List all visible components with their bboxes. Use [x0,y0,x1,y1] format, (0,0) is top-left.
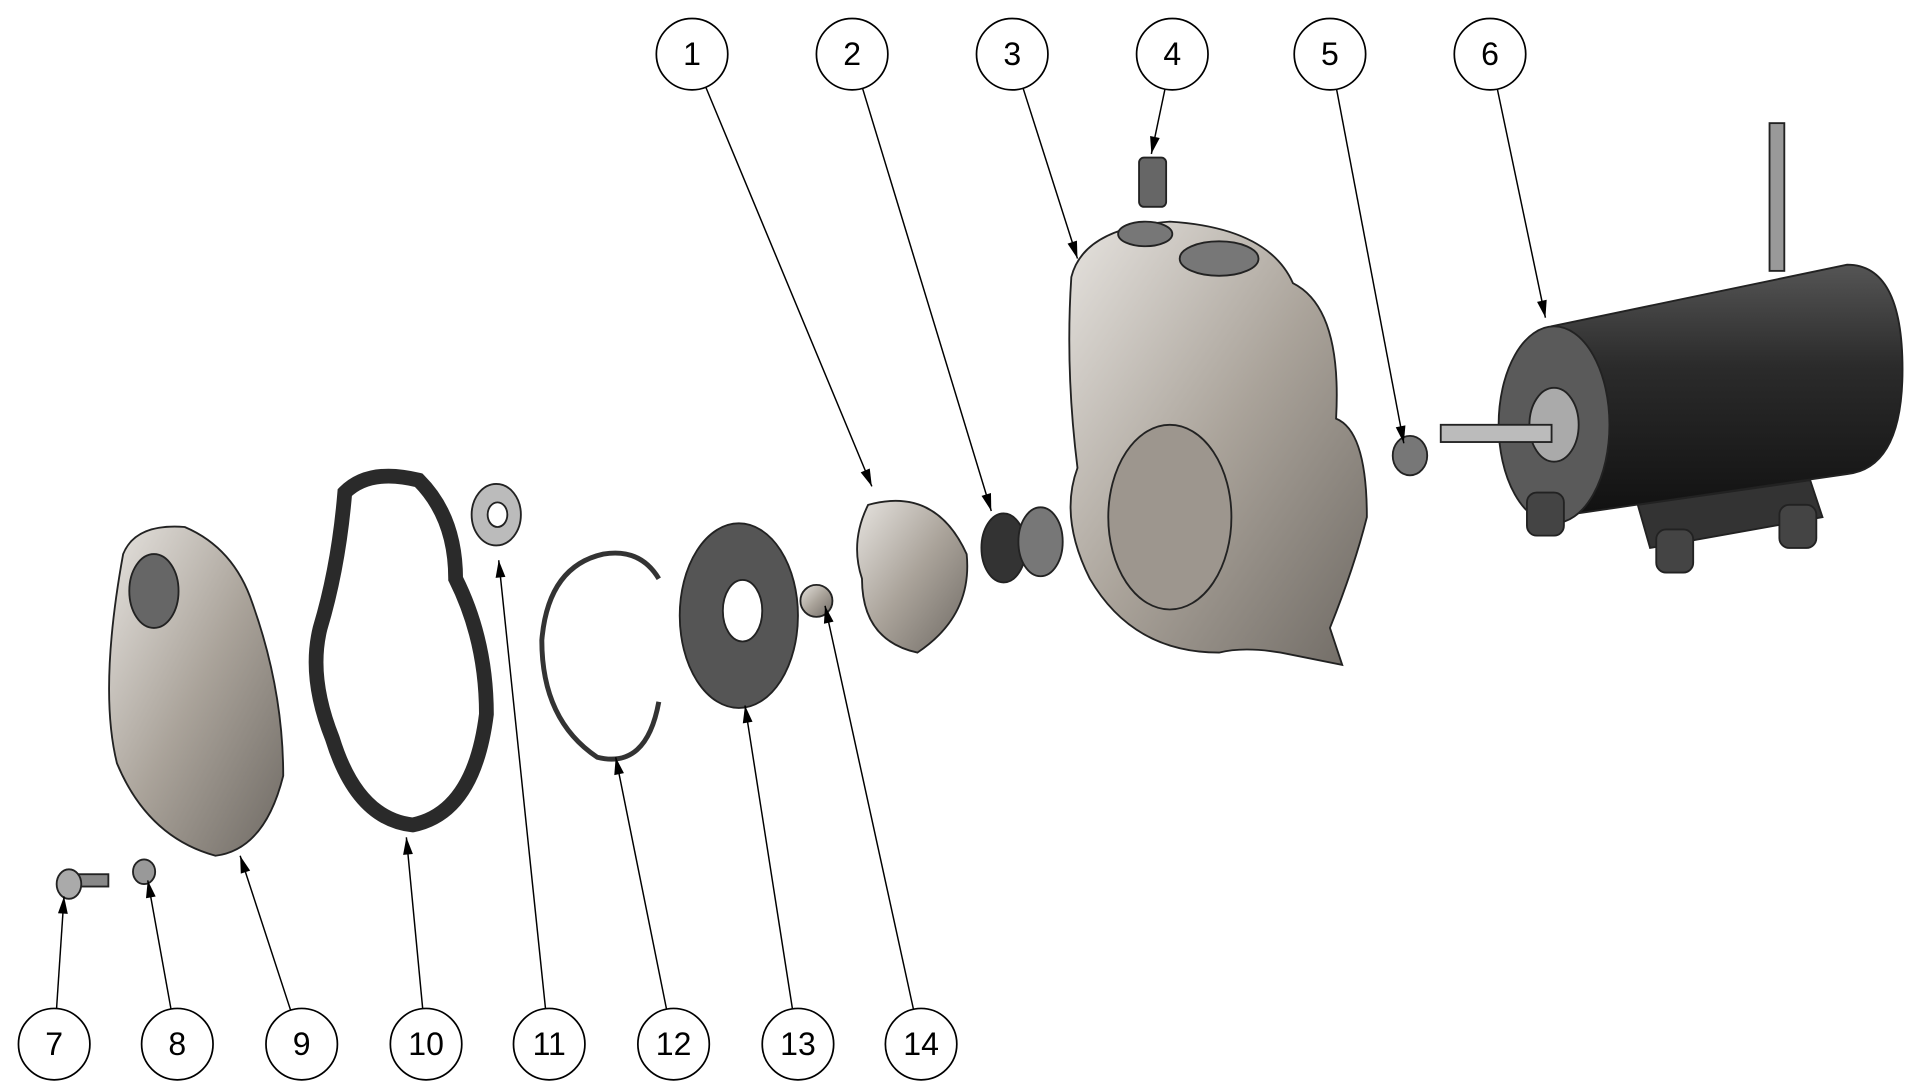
arrowhead-12 [614,757,624,776]
leader-line-10 [405,837,424,1009]
balloon-circle [1293,17,1367,91]
balloon-impeller-nut: 14 [884,1007,958,1081]
retaining-ring-part [539,550,662,762]
balloon-circle [975,17,1049,91]
balloon-drain-plug: 4 [1135,17,1209,91]
balloon-number: 14 [903,1026,939,1062]
balloon-circle [17,1007,91,1081]
mechanical-seal-part [980,506,1064,584]
balloon-shaft-seal: 5 [1293,17,1367,91]
balloon-number: 5 [1321,36,1339,72]
balloon-mechanical-seal: 2 [815,17,889,91]
washer-part [132,858,157,885]
balloon-small-washer: 11 [512,1007,586,1081]
leader-lines [55,86,1547,1011]
motor-part [1439,122,1904,574]
arrowhead-7 [57,896,68,914]
pump-housing-part [1068,220,1368,667]
arrowhead-2 [981,493,992,511]
balloon-impeller: 1 [655,17,729,91]
balloon-cover-plate: 9 [265,1007,339,1081]
balloon-motor: 6 [1453,17,1527,91]
arrowhead-9 [240,855,251,874]
arrowhead-4 [1150,136,1160,154]
arrowhead-6 [1537,299,1547,318]
balloon-number: 13 [780,1026,816,1062]
cover-plate-part [108,525,285,857]
balloon-circle [815,17,889,91]
leader-line-3 [1022,87,1079,259]
leader-line-5 [1335,89,1405,444]
leader-line-9 [239,855,292,1011]
balloon-retaining-ring: 12 [637,1007,711,1081]
balloon-number: 6 [1481,36,1499,72]
leader-line-6 [1496,88,1547,318]
leader-line-14 [824,605,915,1010]
leader-line-12 [614,757,668,1010]
balloon-circle [512,1007,586,1081]
arrowhead-5 [1395,425,1406,444]
balloon-circle [1135,17,1209,91]
arrowhead-11 [495,560,506,578]
shaft-seal-part [1391,434,1429,477]
leader-line-11 [497,560,547,1009]
arrowhead-8 [145,880,156,899]
leader-line-13 [744,705,794,1009]
balloon-number: 7 [45,1026,63,1062]
balloon-number: 10 [408,1026,444,1062]
balloon-circle [884,1007,958,1081]
balloon-circle [761,1007,835,1081]
arrowhead-10 [403,837,413,855]
balloon-number: 1 [683,36,701,72]
balloon-number: 11 [533,1026,566,1062]
balloon-number: 2 [843,36,861,72]
small-washer-part [470,482,522,547]
leader-line-2 [861,88,992,512]
balloon-gasket: 10 [389,1007,463,1081]
balloon-number: 8 [168,1026,186,1062]
balloon-circle [140,1007,214,1081]
impeller-part [856,500,969,654]
balloon-wear-plate: 13 [761,1007,835,1081]
arrowhead-3 [1067,240,1078,259]
gasket-part [308,468,494,833]
balloon-circle [637,1007,711,1081]
balloon-number: 12 [656,1026,692,1062]
balloon-circle [1453,17,1527,91]
leader-line-7 [55,896,65,1009]
arrowhead-13 [742,705,753,724]
arrowhead-1 [860,468,872,487]
impeller-nut-part [799,583,834,618]
bolt-part [55,868,110,900]
balloon-circle [265,1007,339,1081]
balloon-circle [655,17,729,91]
balloon-number: 9 [293,1026,311,1062]
balloon-circle [389,1007,463,1081]
balloon-bolt: 7 [17,1007,91,1081]
balloon-number: 3 [1003,36,1021,72]
wear-plate-part [678,522,799,709]
drain-plug-part [1138,156,1168,208]
leader-line-1 [705,86,873,487]
leader-line-8 [147,880,172,1010]
balloon-number: 4 [1163,36,1181,72]
parts [55,122,1904,900]
balloon-pump-housing: 3 [975,17,1049,91]
balloon-washer: 8 [140,1007,214,1081]
arrowhead-14 [823,605,834,624]
